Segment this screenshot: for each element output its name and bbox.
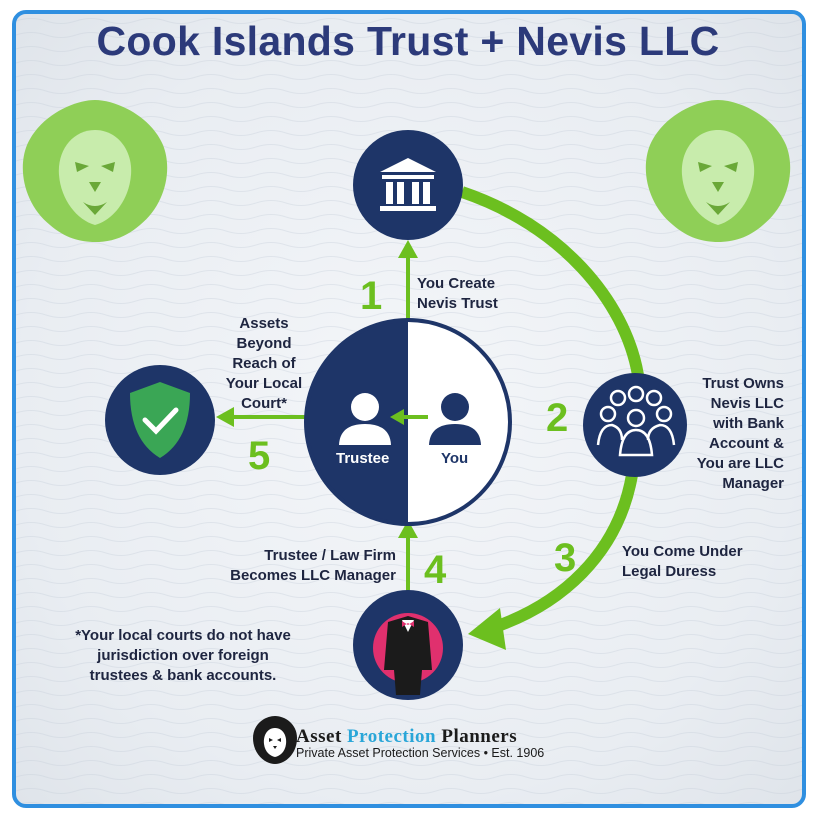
bank-node: [353, 130, 463, 240]
shield-check-icon: [130, 382, 190, 458]
shield-node: [105, 365, 215, 475]
step-3-number: 3: [554, 536, 577, 580]
step-5-text: Assets Beyond Reach of Your Local Court*: [225, 315, 303, 412]
lion-icon: [253, 716, 297, 764]
page-title: Cook Islands Trust + Nevis LLC: [96, 18, 720, 64]
people-group-icon: [596, 385, 676, 457]
trustee-label: Trustee: [336, 450, 390, 467]
brand-name: Asset Protection Planners: [296, 726, 518, 747]
person-icon: [429, 393, 481, 445]
lion-icon: [22, 100, 168, 242]
people-node: [583, 373, 687, 477]
arc-bank-to-people: [460, 186, 644, 377]
step-1-text: You Create Nevis Trust: [417, 275, 498, 312]
step-2-text: Trust Owns Nevis LLC with Bank Account &…: [696, 375, 784, 492]
lion-icon: [645, 100, 791, 242]
step-1-number: 1: [360, 274, 383, 318]
arc-people-to-suit: [490, 473, 638, 634]
brand-tagline: Private Asset Protection Services • Est.…: [296, 746, 545, 760]
suit-icon: [384, 616, 432, 695]
footnote: *Your local courts do not have jurisdict…: [75, 627, 291, 684]
arc-arrowhead: [468, 608, 506, 650]
you-label: You: [441, 450, 469, 467]
step-5-number: 5: [248, 434, 271, 478]
person-icon: [339, 393, 391, 445]
center-node: [304, 318, 512, 526]
step-4-text: Trustee / Law Firm Becomes LLC Manager: [230, 547, 396, 584]
bank-icon: [380, 158, 436, 211]
brand-logo: Asset Protection Planners Private Asset …: [296, 726, 544, 760]
suit-node: [353, 590, 463, 700]
step-2-number: 2: [546, 396, 569, 440]
step-4-number: 4: [424, 548, 447, 592]
step-3-text: You Come Under Legal Duress: [622, 543, 743, 580]
